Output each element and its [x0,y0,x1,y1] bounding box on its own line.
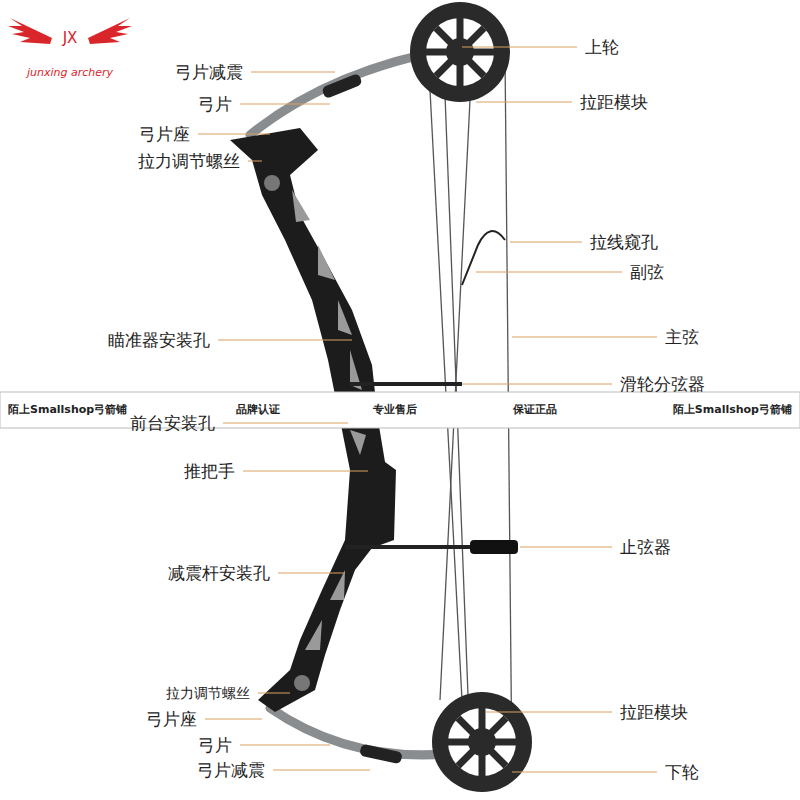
logo-text: junxing archery [27,62,113,84]
watermark-band [0,392,800,428]
watermark: 专业售后 [373,399,417,421]
part-label: 副弦 [630,261,664,283]
part-label: 滑轮分弦器 [620,373,705,395]
part-label: 拉力调节螺丝 [138,150,240,172]
part-label: 弓片座 [139,123,190,145]
part-label: 止弦器 [620,536,671,558]
part-label: 推把手 [184,460,235,482]
screw [264,175,280,191]
watermark: 陌上Smallshop弓箭铺 [8,399,127,421]
part-label: 减震杆安装孔 [168,562,270,584]
part-label: 瞄准器安装孔 [108,329,210,351]
part-label: 前台安装孔 [130,412,215,434]
part-label: 弓片 [198,734,232,756]
leader-lines [198,47,657,772]
string-stop [470,540,518,554]
part-label: 下轮 [665,761,699,783]
screw [294,675,310,691]
watermark: 保证正品 [513,399,557,421]
part-label: 弓片减震 [175,61,243,83]
part-label: 拉距模块 [620,701,688,723]
watermark: 陌上Smallshop弓箭铺 [673,399,792,421]
part-label: 主弦 [665,326,699,348]
watermark: 品牌认证 [236,399,280,421]
part-label: 弓片减震 [197,759,265,781]
part-label: 弓片座 [146,708,197,730]
part-label: 上轮 [585,36,619,58]
logo-mark: JX [63,27,78,49]
part-label: 拉力调节螺丝 [166,682,250,704]
part-label: 拉距模块 [580,91,648,113]
part-label: 弓片 [198,93,232,115]
part-label: 拉线窥孔 [590,231,658,253]
